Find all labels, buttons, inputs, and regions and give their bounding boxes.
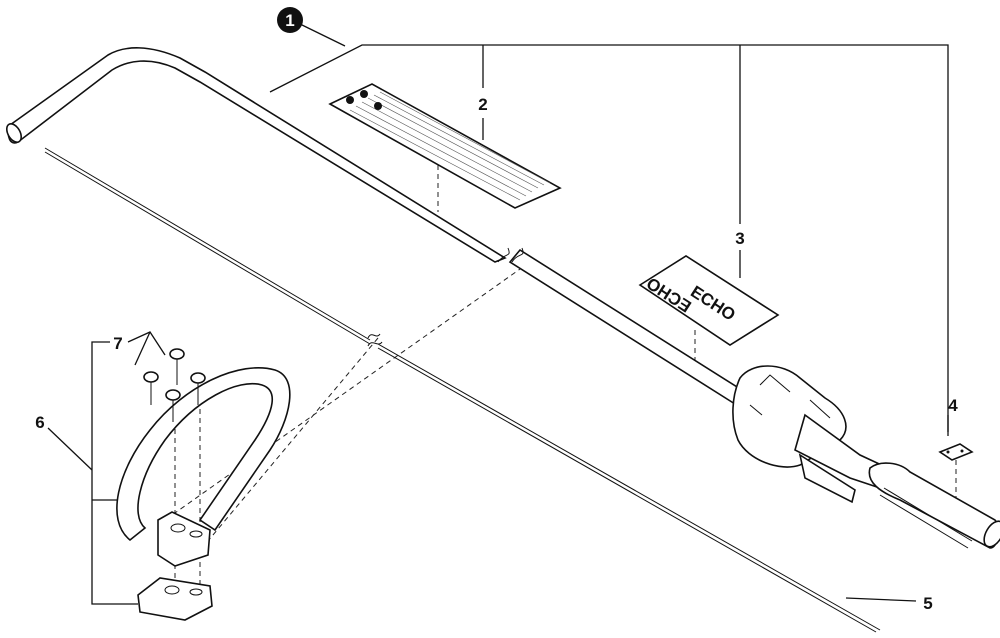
screw-2 — [190, 372, 206, 405]
leader-lines — [47, 23, 949, 605]
loop-handle — [116, 367, 291, 621]
screws — [143, 348, 206, 422]
callout-3: 3 — [735, 229, 744, 248]
assembly-dashed-lines — [164, 165, 957, 590]
callout-5: 5 — [923, 594, 932, 613]
callout-1-badge — [277, 7, 303, 33]
screw-1 — [169, 348, 185, 385]
screw-3 — [143, 371, 159, 405]
drive-shaft — [44, 147, 881, 633]
echo-decal: ECHO ECHO — [638, 255, 780, 346]
callout-4: 4 — [948, 396, 958, 415]
callout-7: 7 — [113, 334, 122, 353]
callout-6: 6 — [35, 413, 44, 432]
throttle-housing — [732, 365, 1000, 549]
callout-2: 2 — [478, 95, 487, 114]
screw-4 — [165, 389, 181, 422]
callout-labels: 1 2 3 4 5 6 7 — [35, 7, 958, 613]
safety-label-decal — [328, 83, 562, 209]
callout-1: 1 — [285, 11, 294, 30]
main-shaft-tube — [5, 47, 747, 406]
small-plate — [938, 443, 974, 461]
